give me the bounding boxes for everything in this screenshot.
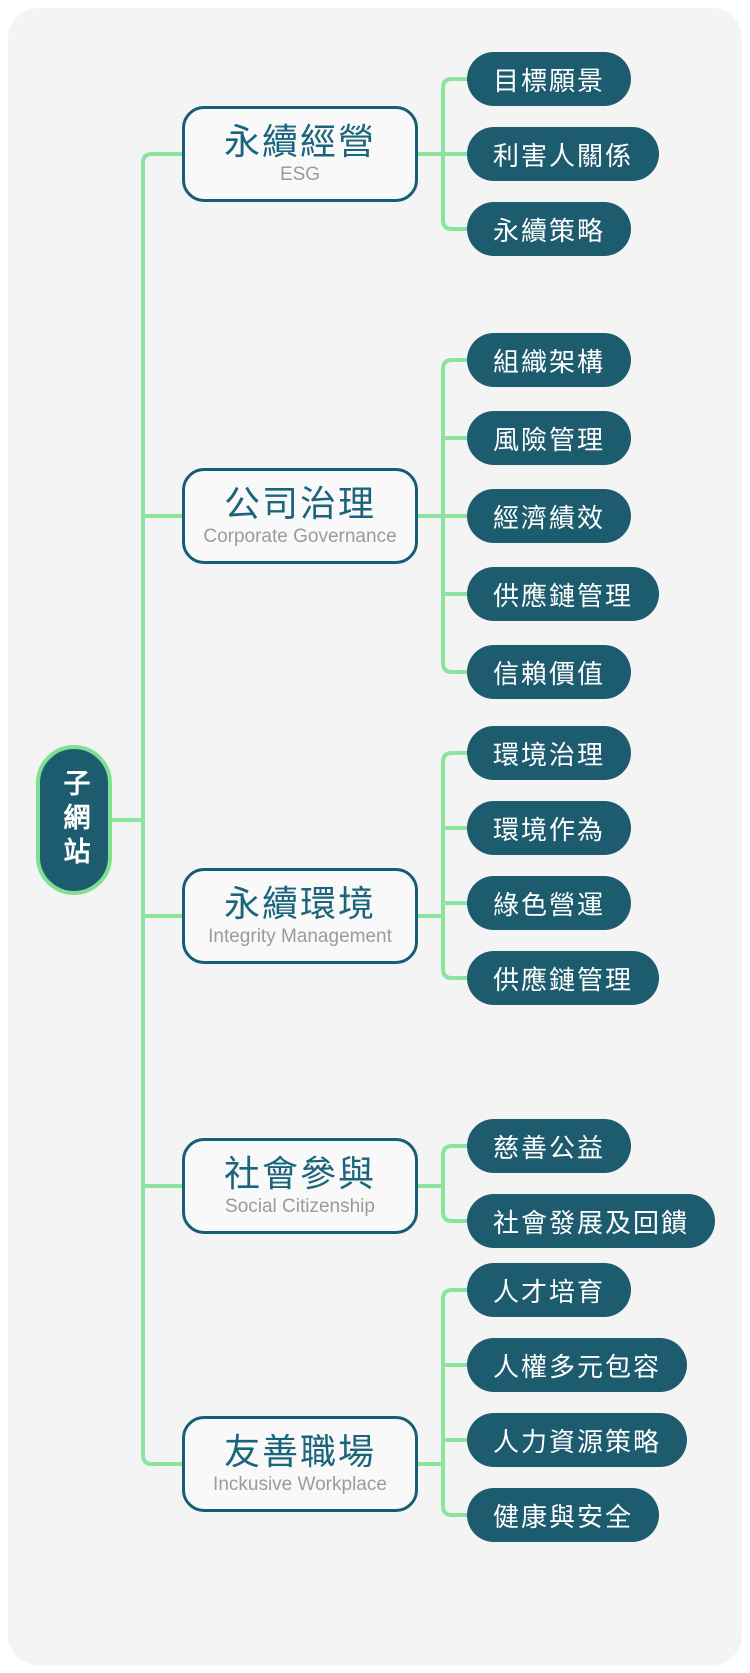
leaf-node: 人力資源策略	[467, 1413, 688, 1467]
leaf-node: 人才培育	[467, 1263, 632, 1317]
leaf-node: 風險管理	[467, 411, 632, 465]
category-subtitle: Inckusive Workplace	[213, 1474, 387, 1495]
category-subtitle: Corporate Governance	[203, 526, 397, 547]
leaf-node: 永續策略	[467, 202, 632, 256]
leaf-node: 供應鏈管理	[467, 567, 660, 621]
leaf-node: 信賴價值	[467, 645, 632, 699]
category-title: 友善職場	[223, 1431, 376, 1472]
leaf-node: 健康與安全	[467, 1488, 660, 1542]
category-title: 公司治理	[223, 483, 376, 524]
category-subtitle: ESG	[279, 164, 321, 185]
category-subtitle: Social Citizenship	[225, 1196, 375, 1217]
leaf-node: 經濟績效	[467, 489, 632, 543]
leaf-node: 環境作為	[467, 801, 632, 855]
leaf-node: 組織架構	[467, 333, 632, 387]
category-title: 永續經營	[223, 121, 376, 162]
root-node: 子網站	[36, 745, 112, 895]
leaf-node: 供應鏈管理	[467, 951, 660, 1005]
leaf-node: 慈善公益	[467, 1119, 632, 1173]
category-subtitle: Integrity Management	[208, 926, 392, 947]
leaf-node: 利害人關係	[467, 127, 660, 181]
leaf-node: 人權多元包容	[467, 1338, 688, 1392]
leaf-node: 社會發展及回饋	[467, 1194, 716, 1248]
leaf-node: 綠色營運	[467, 876, 632, 930]
leaf-node: 目標願景	[467, 52, 632, 106]
leaf-node: 環境治理	[467, 726, 632, 780]
root-node-label: 子網站	[59, 769, 90, 871]
category-title: 永續環境	[223, 883, 376, 924]
category-title: 社會參與	[223, 1153, 376, 1194]
